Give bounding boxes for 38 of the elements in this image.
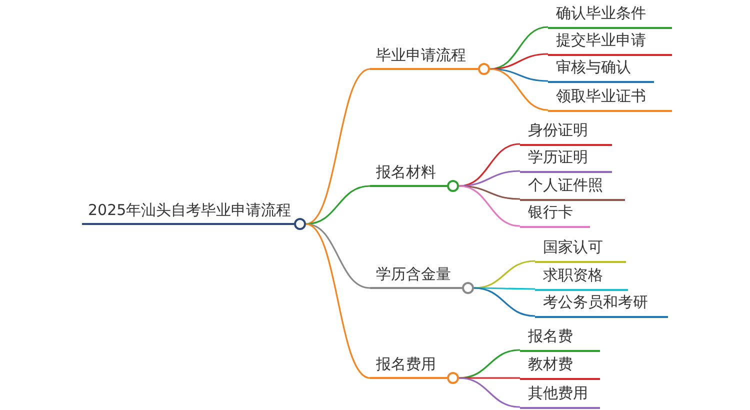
branch-connector — [474, 287, 536, 317]
branch-node — [370, 45, 490, 76]
branch-connector — [490, 68, 548, 82]
topic-node — [82, 200, 306, 231]
topic-label: 2025年汕头自考毕业申请流程 — [88, 200, 292, 220]
leaf-topic: 报名费 — [520, 326, 600, 352]
branch-label: 报名费用 — [376, 354, 436, 374]
leaf-topic: 银行卡 — [520, 202, 590, 228]
leaf-topic: 审核与确认 — [548, 57, 654, 83]
branch-connector — [306, 223, 370, 289]
leaf-topic: 领取毕业证书 — [548, 86, 672, 112]
branch-connector — [458, 185, 520, 200]
branch-label: 毕业申请流程 — [376, 45, 466, 65]
branch-node — [370, 162, 459, 193]
branch-connector — [490, 68, 548, 111]
leaf-topic: 确认毕业条件 — [548, 3, 672, 29]
branch-connector — [458, 185, 520, 227]
branch-connector — [490, 53, 548, 70]
leaf-topic: 个人证件照 — [520, 175, 625, 201]
branch-label: 学历含金量 — [376, 264, 451, 284]
branch-connector — [306, 185, 370, 225]
leaf-topic: 身份证明 — [520, 120, 612, 146]
branch-node — [370, 264, 474, 295]
branch-connector — [459, 377, 520, 379]
branch-label: 报名材料 — [376, 162, 436, 182]
branch-connector — [306, 68, 370, 225]
leaf-topic: 国家认可 — [535, 237, 626, 263]
leaf-topic: 学历证明 — [520, 147, 612, 173]
branch-connector — [458, 170, 520, 187]
leaf-topic: 考公务员和考研 — [535, 292, 668, 318]
leaf-topic: 教材费 — [520, 354, 600, 380]
branch-connector — [458, 377, 520, 408]
leaf-topic: 求职资格 — [535, 265, 628, 291]
branch-connector — [474, 287, 535, 290]
leaf-topic: 提交毕业申请 — [548, 30, 672, 56]
branch-connector — [306, 223, 370, 379]
branch-node — [370, 354, 459, 385]
leaf-topic: 其他费用 — [520, 383, 600, 409]
